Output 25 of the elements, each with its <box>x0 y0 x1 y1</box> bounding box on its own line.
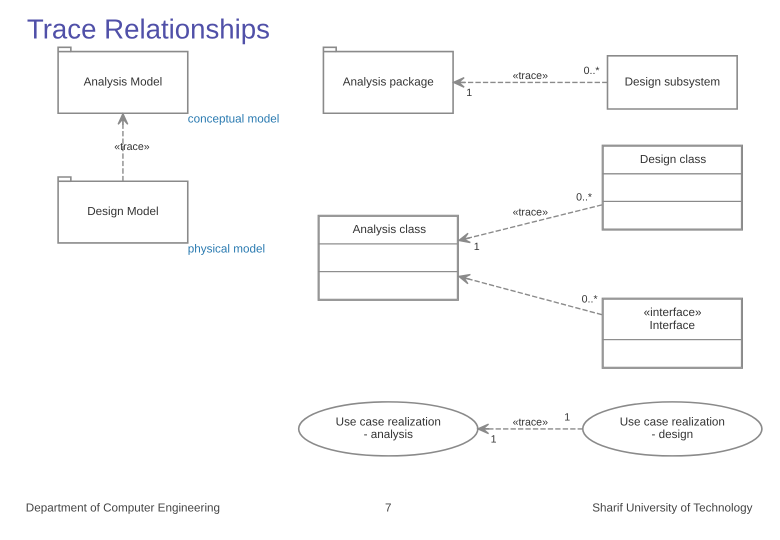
label: 0..* <box>582 294 598 306</box>
label: 1 <box>474 241 480 253</box>
edge-label: «trace» <box>114 140 150 153</box>
node-box: Design subsystem <box>606 55 738 110</box>
edge-label: «trace» <box>512 206 548 218</box>
node-ellipse: Use case realization - design <box>582 401 763 457</box>
arrow <box>452 76 608 88</box>
node-label: conceptual model <box>188 112 280 126</box>
label: 0..* <box>576 192 592 204</box>
diagram-title: Trace Relationships <box>26 14 270 45</box>
label: 7 <box>385 502 392 515</box>
node-label: physical model <box>188 242 266 256</box>
label: 1 <box>564 412 570 424</box>
label: Sharif University of Technology <box>592 502 752 515</box>
label: 1 <box>490 434 497 446</box>
label: Department of Computer Engineering <box>26 502 220 515</box>
arrow <box>477 423 583 434</box>
arrow <box>458 204 602 244</box>
label: 0..* <box>584 65 600 78</box>
arrow <box>117 112 128 182</box>
edge-label: «trace» <box>512 70 548 82</box>
edge-label: «trace» <box>512 416 548 429</box>
label: 1 <box>466 87 472 100</box>
arrow <box>458 274 602 316</box>
node-ellipse: Use case realization - analysis <box>298 401 479 457</box>
